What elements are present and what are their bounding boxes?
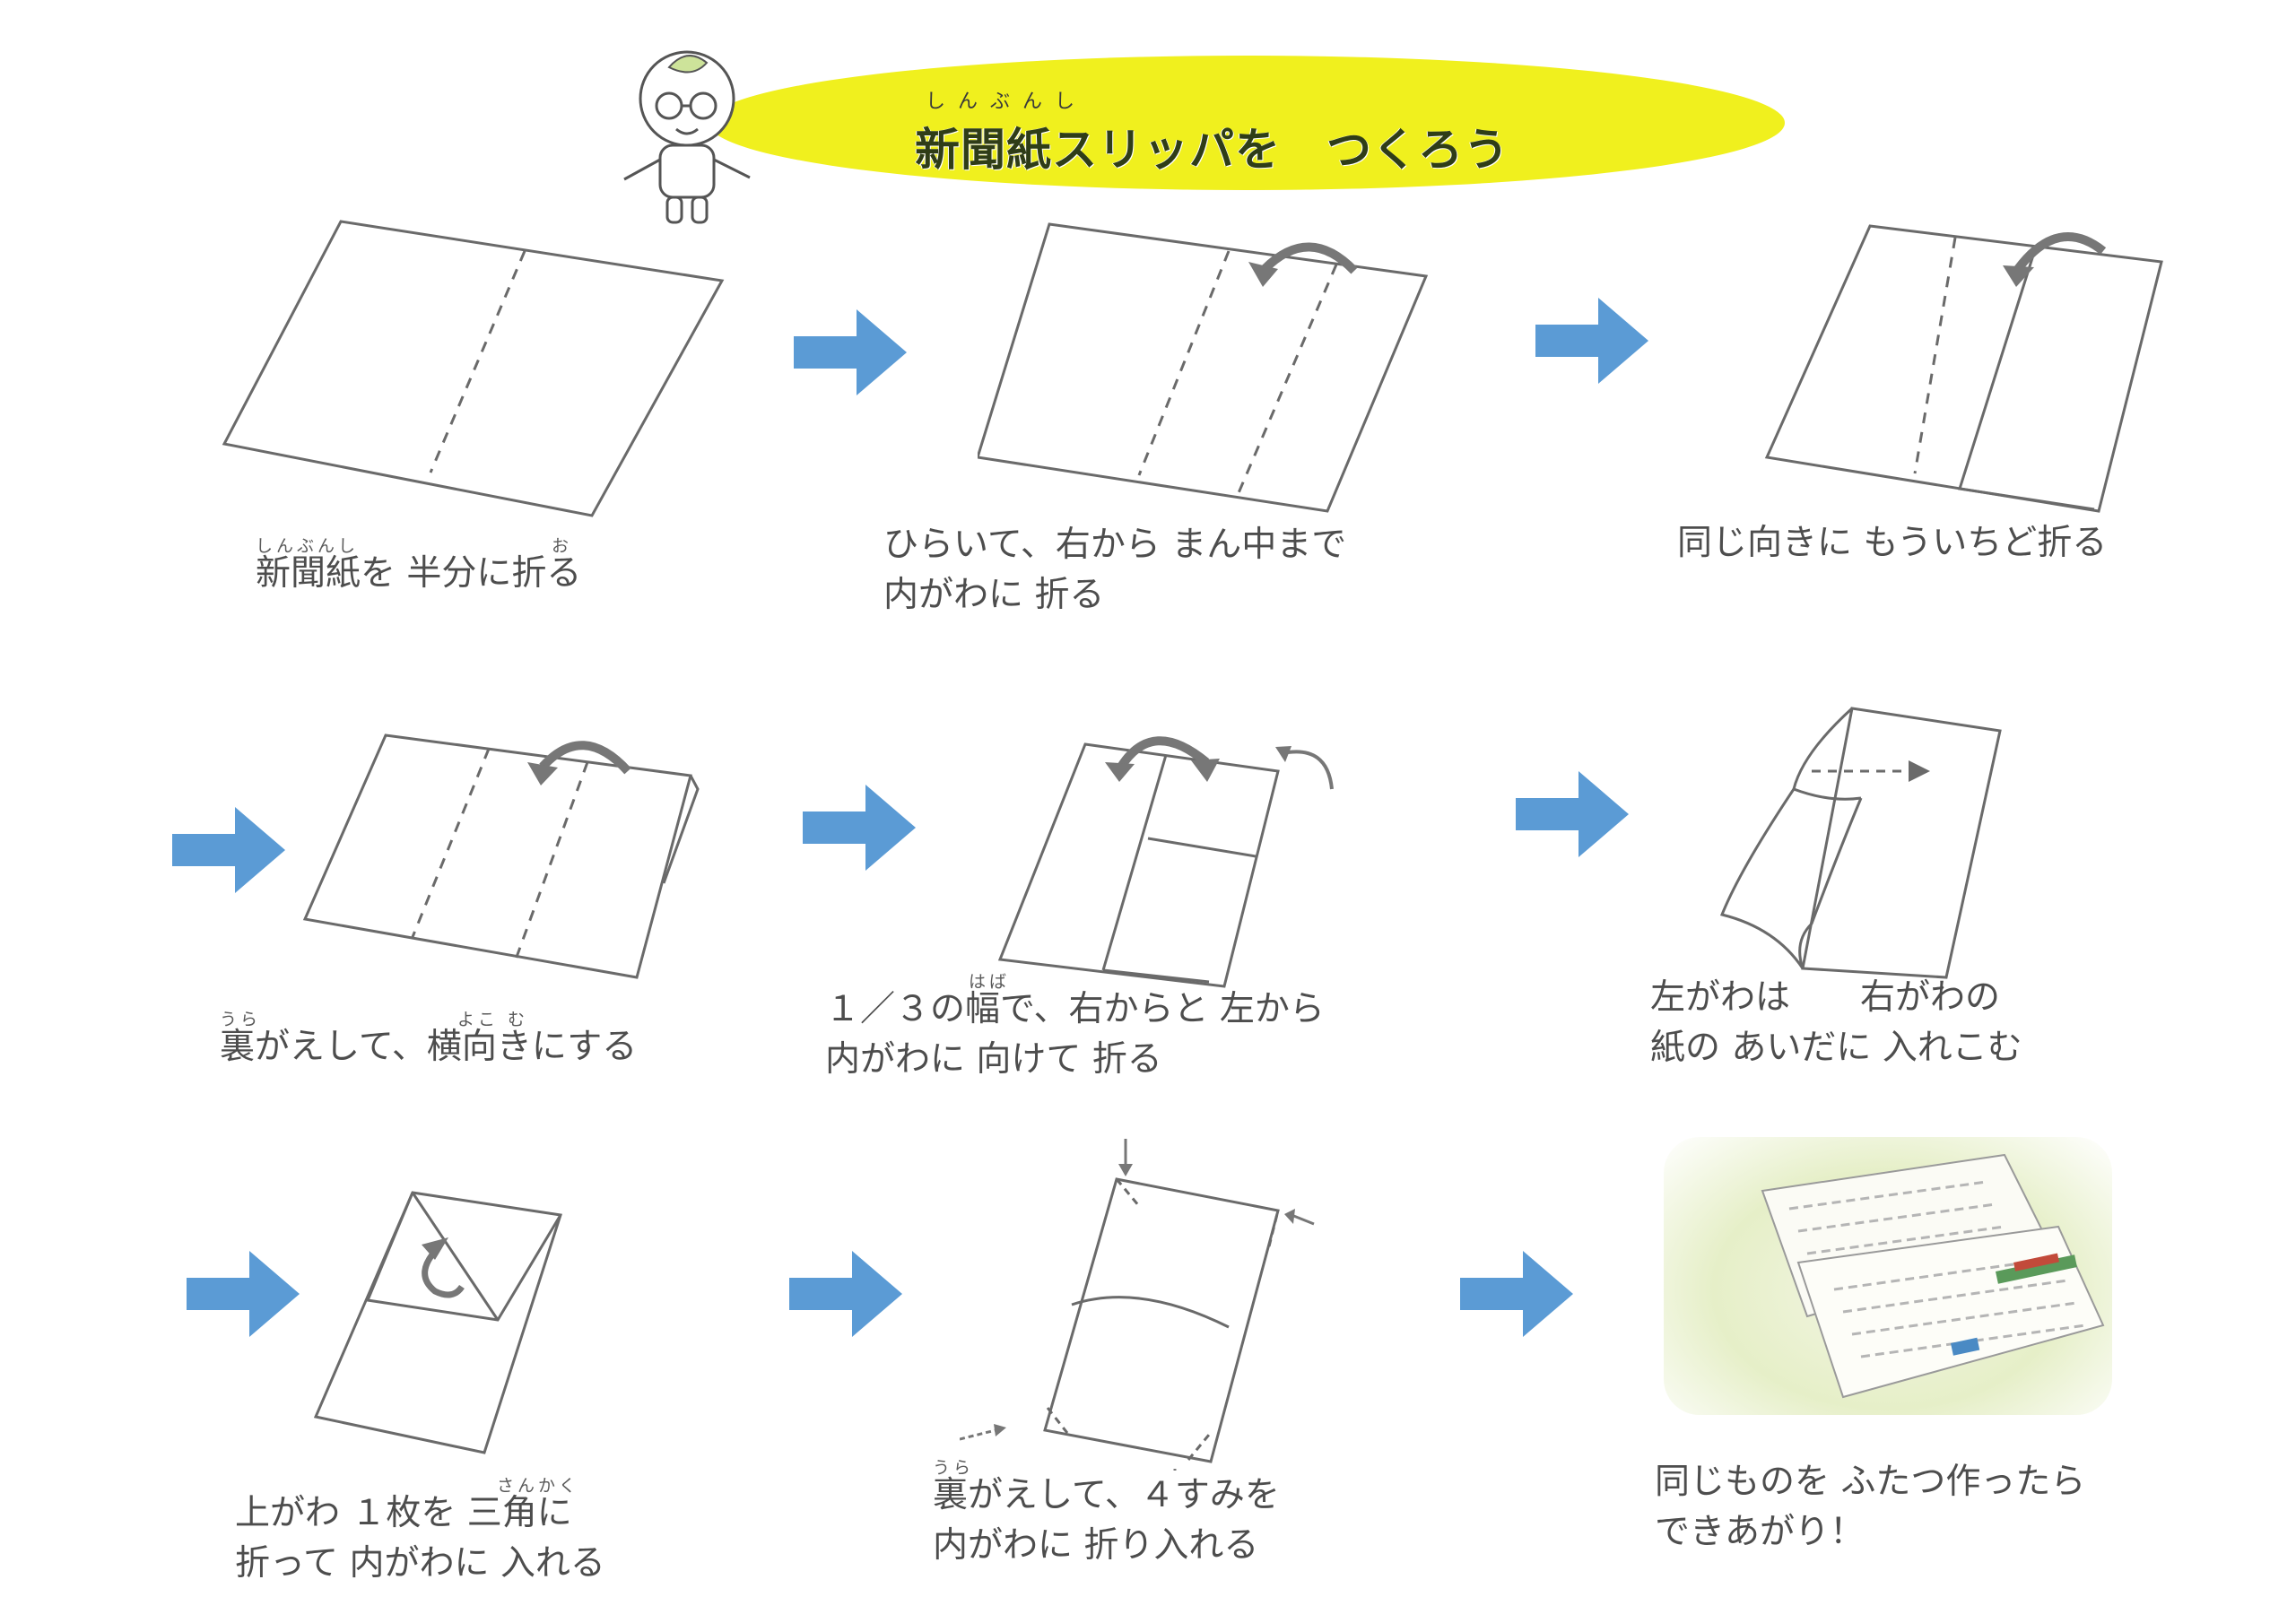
title-block: しんぶんし 新聞紙スリッパを つくろう — [915, 85, 1509, 178]
finished-slipper-photo — [1664, 1137, 2112, 1415]
step8-caption: うら 裏がえして、４すみを 内がわに 折り入れる — [933, 1458, 1280, 1566]
step3-diagram — [1764, 224, 2163, 513]
next-arrow-icon — [1535, 298, 1648, 384]
step3-caption: 同じ向きに もういちど折る — [1677, 523, 2108, 563]
mascot-icon — [623, 50, 751, 224]
next-arrow-icon — [789, 1251, 902, 1337]
step2-diagram — [978, 222, 1429, 513]
next-arrow-icon — [803, 785, 916, 871]
step4-diagram — [302, 733, 700, 979]
step8-diagram — [960, 1139, 1315, 1471]
step2-caption: ひらいて、右から まん中まで 内がわに 折る — [883, 525, 1347, 615]
next-arrow-icon — [187, 1251, 300, 1337]
step1-caption: しんぶんし お 新聞紙を 半分に折る — [256, 536, 582, 594]
step5-caption: はば １／３の幅で、右からと 左から 内がわに 向けて 折る — [825, 972, 1325, 1080]
step6-diagram — [1719, 707, 2002, 979]
step6-caption: 左がわは 右がわの 紙の あいだに 入れこむ — [1650, 977, 2022, 1068]
step4-caption: うら よこ む 裏がえして、横向きにする — [220, 1010, 638, 1067]
next-arrow-icon — [1460, 1251, 1573, 1337]
next-arrow-icon — [1516, 771, 1629, 857]
step5-diagram — [997, 736, 1334, 988]
title-banner — [709, 56, 1785, 190]
step7-diagram — [313, 1191, 562, 1454]
step1-diagram — [222, 220, 725, 517]
page-title: 新聞紙スリッパを つくろう — [915, 124, 1509, 176]
next-arrow-icon — [172, 807, 285, 893]
step7-caption: さんかく 上がわ １枚を 三角に 折って 内がわに 入れる — [235, 1476, 605, 1584]
next-arrow-icon — [794, 309, 907, 395]
step9-caption: 同じものを ふたつ作ったら できあがり！ — [1655, 1462, 2086, 1552]
title-ruby: しんぶんし — [926, 91, 1088, 113]
